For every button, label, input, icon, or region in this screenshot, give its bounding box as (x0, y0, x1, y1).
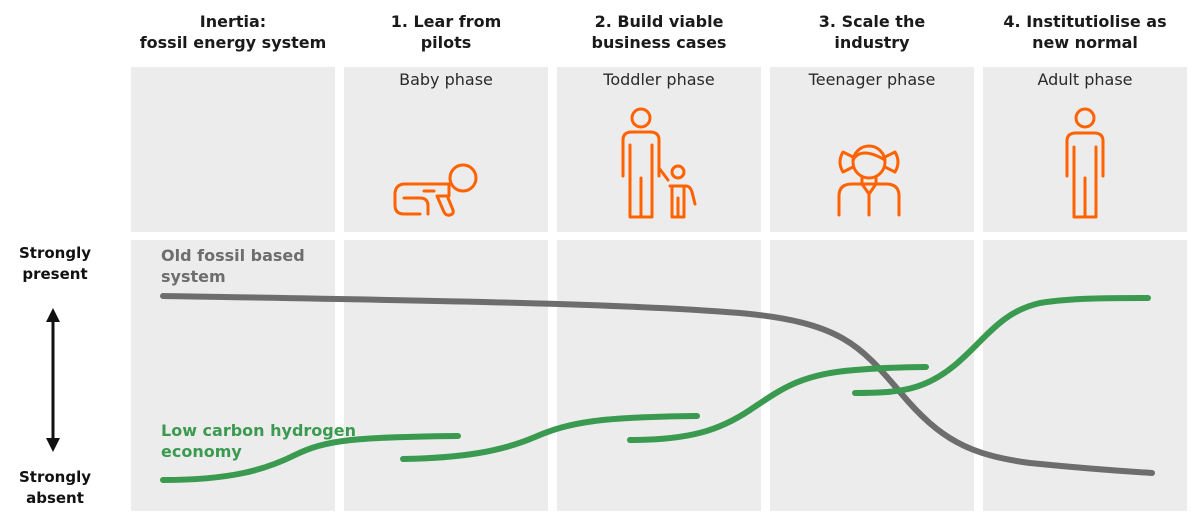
axis-label-strongly-present: Strongly present (18, 244, 91, 283)
panel-top-inertia (131, 67, 335, 232)
vertical-double-arrow-icon (46, 308, 60, 452)
header-scale-industry: 3. Scale the industry (818, 12, 926, 52)
phase-label-adult: Adult phase (1037, 70, 1133, 89)
header-institutionalise: 4. Institutiolise as new normal (1003, 12, 1167, 52)
hydrogen-economy-label: Low carbon hydrogen economy (161, 421, 356, 461)
panel-bottom-baby (344, 240, 548, 511)
phase-label-baby: Baby phase (399, 70, 493, 89)
panel-bottom-toddler (557, 240, 761, 511)
phase-label-teenager: Teenager phase (808, 70, 936, 89)
header-business-cases: 2. Build viable business cases (591, 12, 727, 52)
panel-bottom-inertia (131, 240, 335, 511)
panel-top-baby (344, 67, 548, 232)
axis-label-strongly-absent: Strongly absent (18, 468, 91, 507)
parent-with-toddler-icon (621, 107, 697, 219)
teenager-girl-icon (837, 144, 901, 217)
header-learn-from-pilots: 1. Lear from pilots (390, 12, 502, 52)
old-fossil-system-label: Old fossil based system (161, 246, 305, 286)
header-inertia: Inertia: fossil energy system (139, 12, 327, 52)
panel-top-teenager (770, 67, 974, 232)
phase-label-toddler: Toddler phase (603, 70, 715, 89)
crawling-baby-icon (393, 163, 478, 217)
hydrogen-economy-curve (160, 295, 1151, 483)
adult-person-icon (1065, 107, 1105, 219)
old-fossil-system-curve (160, 293, 1155, 476)
